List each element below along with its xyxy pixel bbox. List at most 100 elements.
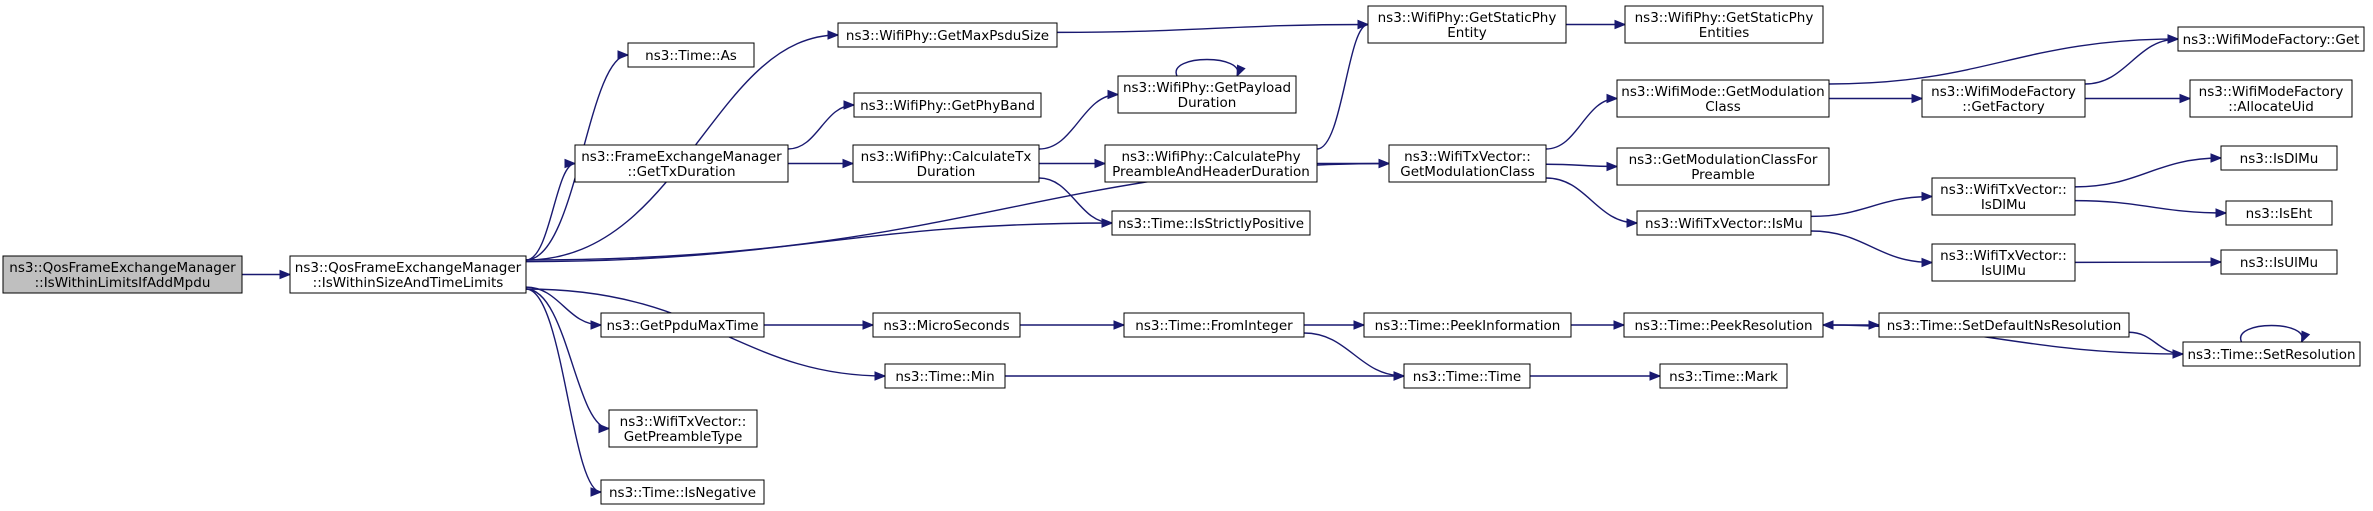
node-isneg[interactable]: ns3::Time::IsNegative bbox=[600, 479, 765, 505]
node-box bbox=[627, 42, 755, 68]
node-wmf_getfac[interactable]: ns3::WifiModeFactory::GetFactory bbox=[1921, 79, 2086, 118]
node-label: Class bbox=[1705, 99, 1741, 115]
edge-iwsatl-to-pretype bbox=[525, 288, 611, 434]
node-getmaxpsdu[interactable]: ns3::WifiPhy::GetMaxPsduSize bbox=[837, 22, 1058, 48]
node-txv_isulmu[interactable]: ns3::WifiTxVector::IsUlMu bbox=[1931, 243, 2076, 282]
edge-arrowhead bbox=[1911, 93, 1924, 104]
edge-arrowhead bbox=[1921, 257, 1934, 268]
node-box bbox=[2, 255, 243, 294]
node-label: GetModulationClass bbox=[1400, 164, 1535, 180]
node-label: ns3::Time::SetResolution bbox=[2187, 347, 2355, 363]
node-box bbox=[1636, 210, 1812, 236]
node-mark[interactable]: ns3::Time::Mark bbox=[1659, 363, 1788, 389]
node-box bbox=[2182, 341, 2361, 367]
node-box bbox=[1878, 312, 2130, 338]
node-label: Entity bbox=[1447, 25, 1486, 41]
node-label: ns3::IsDlMu bbox=[2240, 151, 2319, 167]
node-label: GetPreambleType bbox=[624, 429, 743, 445]
node-box bbox=[1624, 5, 1824, 44]
node-label: ns3::Time::Mark bbox=[1669, 369, 1778, 385]
node-wmf_get[interactable]: ns3::WifiModeFactory::Get bbox=[2177, 26, 2365, 52]
edge-arrowhead bbox=[2210, 153, 2223, 163]
node-isdlmu[interactable]: ns3::IsDlMu bbox=[2220, 145, 2338, 171]
node-time_as[interactable]: ns3::Time::As bbox=[627, 42, 755, 68]
edge-time_min-to-time_time bbox=[1005, 371, 1406, 381]
edge-line bbox=[525, 162, 576, 261]
edge-line bbox=[1545, 163, 1618, 168]
node-box bbox=[2225, 200, 2333, 226]
node-pretype[interactable]: ns3::WifiTxVector::GetPreambleType bbox=[608, 409, 758, 448]
edge-fromint-to-peekinfo bbox=[1303, 320, 1366, 330]
edge-arrowhead bbox=[2167, 34, 2180, 44]
node-calcpre[interactable]: ns3::WifiPhy::CalculatePhyPreambleAndHea… bbox=[1104, 144, 1318, 183]
node-label: ns3::WifiPhy::GetStaticPhy bbox=[1635, 10, 1814, 26]
edge-arrowhead bbox=[1606, 161, 1619, 172]
edge-wm_getmod-to-wmf_getfac bbox=[1829, 93, 1924, 104]
node-getmodcls[interactable]: ns3::WifiTxVector::GetModulationClass bbox=[1388, 144, 1547, 183]
node-txv_isdlmu[interactable]: ns3::WifiTxVector::IsDlMu bbox=[1931, 177, 2076, 216]
edge-arrowhead bbox=[1107, 89, 1120, 100]
edge-iwsatl-to-gettxdur bbox=[525, 158, 577, 261]
node-root[interactable]: ns3::QosFrameExchangeManager::IsWithinLi… bbox=[2, 255, 243, 294]
node-box bbox=[1616, 79, 1830, 118]
edge-line bbox=[2240, 324, 2303, 343]
edge-arrowhead bbox=[1378, 158, 1391, 169]
node-box bbox=[1931, 177, 2076, 216]
node-box bbox=[2177, 26, 2365, 52]
edge-arrowhead bbox=[564, 158, 577, 169]
edge-peekinfo-to-peekres bbox=[1570, 320, 1626, 330]
edge-arrowhead bbox=[1236, 64, 1246, 78]
node-time_min[interactable]: ns3::Time::Min bbox=[884, 363, 1006, 389]
node-isulmu[interactable]: ns3::IsUlMu bbox=[2220, 249, 2338, 275]
node-box bbox=[600, 479, 765, 505]
node-wm_getmod[interactable]: ns3::WifiMode::GetModulationClass bbox=[1616, 79, 1830, 118]
node-label: ns3::WifiPhy::GetStaticPhy bbox=[1378, 10, 1557, 26]
node-iwsatl[interactable]: ns3::QosFrameExchangeManager::IsWithinSi… bbox=[289, 255, 527, 294]
edge-microsec-to-fromint bbox=[1019, 320, 1126, 330]
edge-wmf_getfac-to-wmf_get bbox=[2084, 34, 2180, 85]
node-fromint[interactable]: ns3::Time::FromInteger bbox=[1123, 312, 1305, 338]
node-iseht[interactable]: ns3::IsEht bbox=[2225, 200, 2333, 226]
edge-arrowhead bbox=[1094, 158, 1107, 169]
edge-arrowhead bbox=[598, 423, 611, 434]
node-time_time[interactable]: ns3::Time::Time bbox=[1403, 363, 1531, 389]
node-label: ns3::WifiPhy::CalculatePhy bbox=[1121, 149, 1300, 165]
node-gettxdur[interactable]: ns3::FrameExchangeManager::GetTxDuration bbox=[574, 144, 789, 183]
edge-txv_isdlmu-to-iseht bbox=[2074, 199, 2228, 218]
edge-arrowhead bbox=[1613, 320, 1626, 330]
edge-root-to-iwsatl bbox=[242, 269, 292, 280]
node-box bbox=[1104, 144, 1318, 183]
node-label: IsDlMu bbox=[1981, 197, 2026, 213]
node-setres[interactable]: ns3::Time::SetResolution bbox=[2182, 341, 2361, 367]
edge-line bbox=[1038, 93, 1119, 150]
edge-arrowhead bbox=[1113, 320, 1126, 330]
node-peekinfo[interactable]: ns3::Time::PeekInformation bbox=[1363, 312, 1572, 338]
node-peekres[interactable]: ns3::Time::PeekResolution bbox=[1623, 312, 1824, 338]
node-setdefns[interactable]: ns3::Time::SetDefaultNsResolution bbox=[1878, 312, 2130, 338]
node-label: ::IsWithinSizeAndTimeLimits bbox=[313, 275, 504, 291]
edge-arrowhead bbox=[2210, 257, 2223, 267]
node-microsec[interactable]: ns3::MicroSeconds bbox=[872, 312, 1021, 338]
edge-calctx-to-calcpre bbox=[1039, 158, 1107, 169]
edge-iwsatl-to-isneg bbox=[525, 288, 603, 497]
node-label: ns3::Time::As bbox=[645, 48, 737, 64]
edge-calcpre-to-getstatic bbox=[1316, 19, 1370, 150]
node-label: IsUlMu bbox=[1981, 263, 2026, 279]
node-getphyband[interactable]: ns3::WifiPhy::GetPhyBand bbox=[853, 92, 1042, 118]
node-label: ns3::WifiMode::GetModulation bbox=[1621, 84, 1824, 100]
node-label: ::AllocateUid bbox=[2228, 99, 2314, 115]
node-ismu[interactable]: ns3::WifiTxVector::IsMu bbox=[1636, 210, 1812, 236]
node-isstrict[interactable]: ns3::Time::IsStrictlyPositive bbox=[1111, 210, 1311, 236]
node-wmf_alloc[interactable]: ns3::WifiModeFactory::AllocateUid bbox=[2189, 79, 2353, 118]
node-label: ns3::Time::IsStrictlyPositive bbox=[1118, 216, 1304, 232]
node-box bbox=[1388, 144, 1547, 183]
node-getppdumax[interactable]: ns3::GetPpduMaxTime bbox=[600, 312, 765, 338]
edge-line bbox=[1828, 38, 2179, 85]
edge-arrowhead bbox=[874, 371, 887, 381]
node-label: ns3::MicroSeconds bbox=[883, 318, 1009, 334]
